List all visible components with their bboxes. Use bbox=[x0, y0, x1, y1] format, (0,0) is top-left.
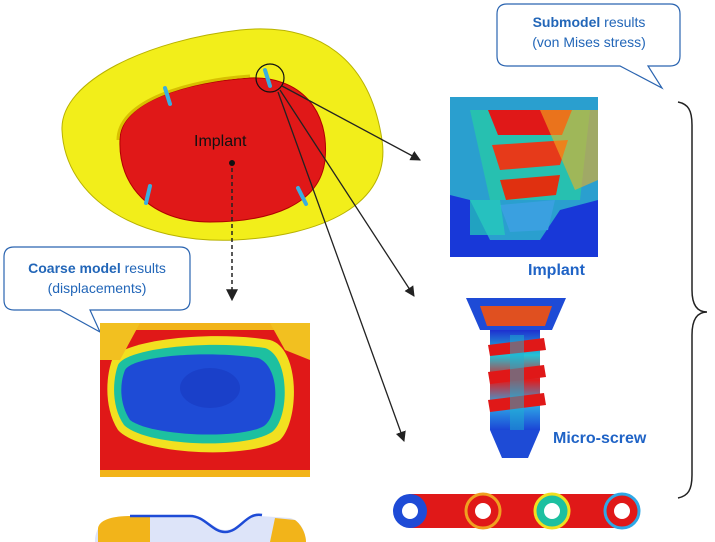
coarse-callout-bold: Coarse model bbox=[28, 260, 121, 276]
screw-markers bbox=[144, 68, 308, 206]
implant-submodel-label: Implant bbox=[528, 262, 585, 279]
implant-center-label: Implant bbox=[194, 133, 247, 150]
zoom-circle bbox=[255, 63, 285, 93]
implant-stress-result bbox=[450, 97, 598, 257]
coarse-callout-bubble bbox=[3, 246, 191, 334]
arrow-icon bbox=[277, 85, 421, 442]
bone-plate-model bbox=[393, 492, 641, 530]
submodel-callout-bold: Submodel bbox=[532, 14, 601, 30]
microscrew-model bbox=[466, 298, 566, 458]
skull-bone-model bbox=[61, 28, 384, 241]
submodel-callout-bubble bbox=[496, 3, 681, 90]
curly-brace-icon bbox=[677, 101, 708, 499]
coarse-displacement-result bbox=[100, 323, 310, 477]
submodel-callout: Submodel results (von Mises stress) bbox=[500, 12, 678, 52]
microscrew-label: Micro-screw bbox=[553, 430, 647, 447]
coarse-callout: Coarse model results (displacements) bbox=[6, 258, 188, 298]
coarse-callout-rest: results bbox=[120, 260, 166, 276]
coarse-callout-line2: (displacements) bbox=[47, 280, 147, 296]
bottom-plate-fragment bbox=[95, 513, 306, 542]
implant-center-dot bbox=[229, 160, 235, 166]
submodel-callout-rest: results bbox=[600, 14, 646, 30]
submodel-callout-line2: (von Mises stress) bbox=[532, 34, 646, 50]
